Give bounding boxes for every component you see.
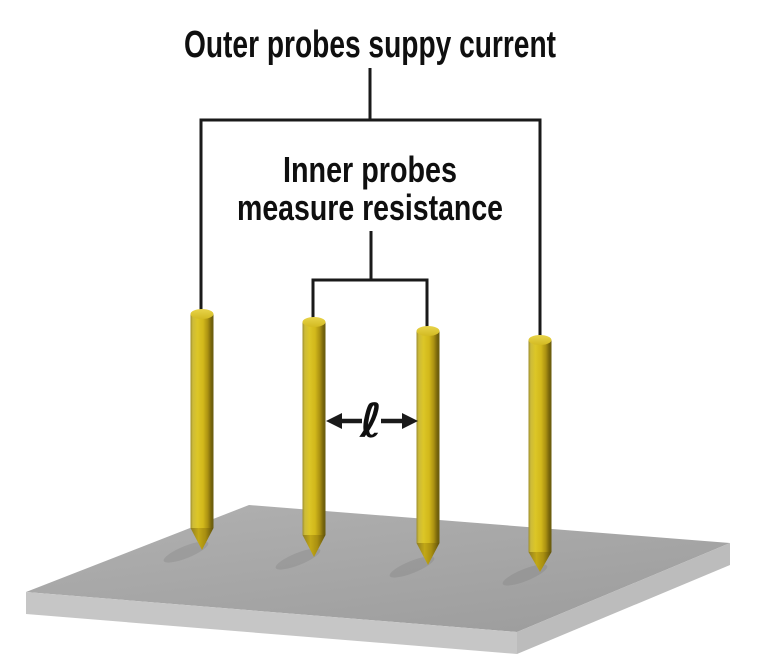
arrowhead-right-icon	[402, 413, 418, 429]
probe-tip-shadow	[163, 541, 209, 563]
probe-tip-cone	[302, 535, 326, 557]
probe-shadows	[163, 541, 548, 586]
probe-tip-shadow	[502, 564, 548, 586]
label-inner-probes-line2: measure resistance	[237, 187, 503, 228]
probe-top-cap	[302, 317, 326, 327]
probe-inner-left	[302, 317, 326, 557]
probe-top-cap	[416, 326, 440, 336]
substrate-right-face	[517, 543, 730, 654]
probe-shaft	[302, 322, 326, 535]
substrate-left-face	[26, 592, 517, 654]
probe-outer-right	[528, 335, 552, 572]
probe-shaft	[528, 340, 552, 552]
probe-top-cap	[528, 335, 552, 345]
probe-shaft	[416, 331, 440, 543]
label-inner-probes-line1: Inner probes	[283, 149, 457, 190]
inner-probes-wire	[311, 231, 429, 333]
spacing-symbol: ℓ	[359, 394, 382, 449]
arrowhead-left-icon	[326, 413, 342, 429]
probe-inner-right	[416, 326, 440, 565]
probe-tip-cone	[528, 552, 552, 572]
probe-tip-shadow	[275, 548, 321, 570]
probe-top-cap	[190, 309, 214, 319]
title-outer-probes: Outer probes suppy current	[184, 24, 556, 66]
probe-shaft	[190, 314, 214, 528]
probe-outer-left	[190, 309, 214, 550]
probe-spacing-dimension: ℓ	[326, 394, 418, 449]
probe-tip-shadow	[389, 556, 435, 578]
probe-tip-cone	[416, 543, 440, 565]
outer-probes-wire	[199, 68, 542, 342]
substrate-slab	[26, 505, 730, 654]
probe-tip-cone	[190, 528, 214, 550]
